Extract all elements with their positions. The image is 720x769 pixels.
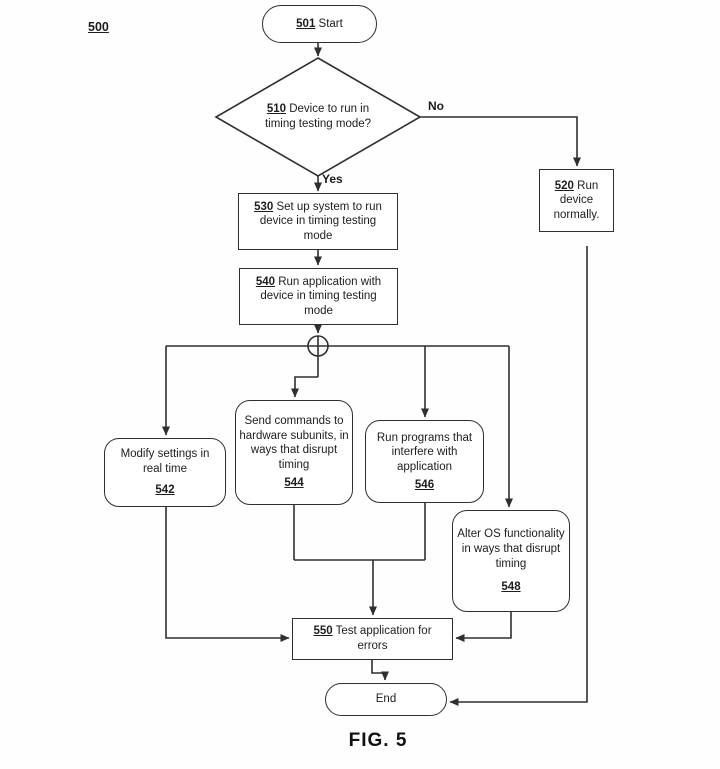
node-end-label: End xyxy=(375,693,397,706)
edge-label-yes: Yes xyxy=(322,172,343,186)
node-run-application-label: Run application with device in timing te… xyxy=(260,275,382,317)
node-setup-system-text: 530 Set up system to run device in timin… xyxy=(251,200,385,244)
node-end: End xyxy=(325,683,447,716)
edge-test-to-end xyxy=(371,660,389,681)
node-modify-settings-ref: 542 xyxy=(155,484,175,497)
node-send-commands-label: Send commands to hardware subunits, in w… xyxy=(239,415,349,471)
edge-run-normally-to-end xyxy=(449,246,588,706)
node-test-application: 550 Test application for errors xyxy=(292,618,453,660)
node-decision-ref: 510 xyxy=(266,103,287,116)
node-run-application: 540 Run application with device in timin… xyxy=(239,268,398,325)
node-decision-timing-mode: 510 Device to run in timing testing mode… xyxy=(258,88,378,146)
node-setup-system-label: Set up system to run device in timing te… xyxy=(259,200,382,242)
node-run-programs-ref: 546 xyxy=(414,478,435,491)
node-start-text: 501 Start xyxy=(296,17,343,32)
node-run-normally-text: 520 Run device normally. xyxy=(546,179,607,223)
node-setup-system: 530 Set up system to run device in timin… xyxy=(238,193,398,250)
node-run-application-text: 540 Run application with device in timin… xyxy=(252,275,385,319)
node-test-application-label: Test application for errors xyxy=(335,625,432,652)
node-modify-settings: Modify settings in real time 542 xyxy=(104,438,226,507)
node-alter-os-ref: 548 xyxy=(501,581,521,594)
node-run-normally-ref: 520 xyxy=(554,179,574,192)
node-run-programs-label: Run programs that interfere with applica… xyxy=(376,431,473,473)
node-send-commands-ref: 544 xyxy=(284,477,304,490)
node-decision-text: 510 Device to run in timing testing mode… xyxy=(264,102,372,131)
node-start-label: Start xyxy=(318,17,343,30)
node-start-ref: 501 xyxy=(296,17,316,30)
node-test-application-text: 550 Test application for errors xyxy=(299,624,446,653)
edge-decision-no xyxy=(420,116,581,167)
node-test-application-ref: 550 xyxy=(313,625,333,638)
node-start: 501 Start xyxy=(262,5,377,43)
node-alter-os: Alter OS functionality in ways that disr… xyxy=(452,510,570,612)
node-send-commands: Send commands to hardware subunits, in w… xyxy=(235,400,353,505)
node-modify-settings-label: Modify settings in real time xyxy=(120,448,210,475)
edge-modify-to-test xyxy=(165,507,290,642)
node-alter-os-label: Alter OS functionality in ways that disr… xyxy=(457,528,565,570)
node-run-programs: Run programs that interfere with applica… xyxy=(365,420,484,503)
edge-label-no: No xyxy=(428,99,444,113)
node-setup-system-ref: 530 xyxy=(254,200,274,213)
node-run-normally-label: Run device normally. xyxy=(553,179,600,221)
node-decision-label: Device to run in timing testing mode? xyxy=(264,103,372,130)
edge-alter-os-to-test xyxy=(455,612,512,642)
node-run-application-ref: 540 xyxy=(255,275,276,288)
edge-to-send-commands xyxy=(291,376,318,398)
diagram-ref-label: 500 xyxy=(88,20,109,34)
node-run-normally: 520 Run device normally. xyxy=(539,169,614,232)
figure-caption: FIG. 5 xyxy=(348,730,408,751)
